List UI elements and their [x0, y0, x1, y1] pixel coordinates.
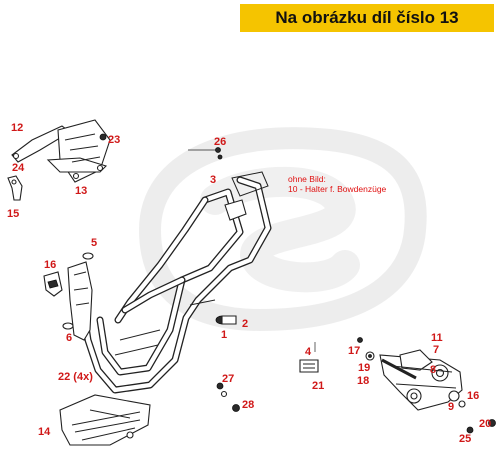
label-part-1: 1 — [221, 329, 227, 341]
label-part-16-left: 16 — [44, 259, 56, 271]
label-part-22: 22 (4x) — [58, 371, 93, 383]
label-part-26: 26 — [214, 136, 226, 148]
bolt-23-part[interactable] — [99, 133, 107, 141]
bushing-5-part[interactable] — [82, 252, 94, 260]
label-part-28: 28 — [242, 399, 254, 411]
bolt-27-part[interactable] — [216, 382, 228, 398]
label-part-18: 18 — [357, 375, 369, 387]
header-title: Na obrázku díl číslo 13 — [275, 8, 459, 27]
note-line-1: ohne Bild: — [288, 174, 326, 184]
label-part-24: 24 — [12, 162, 25, 174]
label-part-7: 7 — [433, 344, 439, 356]
bolt-18-part[interactable] — [381, 358, 417, 380]
skid-plate-part[interactable] — [59, 394, 151, 446]
rear-bracket-assembly[interactable] — [11, 119, 111, 183]
label-part-8: 8 — [430, 364, 436, 376]
headstock-part[interactable] — [43, 261, 93, 341]
note-text: ohne Bild: 10 - Halter f. Bowdenzüge — [288, 174, 386, 194]
label-part-20: 20 — [479, 418, 491, 430]
label-part-16-right: 16 — [467, 390, 479, 402]
label-part-15: 15 — [7, 208, 19, 220]
label-part-4: 4 — [305, 346, 312, 358]
plate-4-part[interactable] — [299, 359, 319, 373]
nut-25-part[interactable] — [466, 426, 474, 434]
label-part-27: 27 — [222, 373, 234, 385]
label-part-14: 14 — [38, 426, 51, 438]
label-part-6: 6 — [66, 332, 72, 344]
label-part-25: 25 — [459, 433, 471, 445]
nut-20-part[interactable] — [488, 419, 496, 427]
bolt-28-part[interactable] — [232, 404, 240, 412]
bushing-6-part[interactable] — [62, 322, 74, 330]
label-part-23: 23 — [108, 134, 120, 146]
label-part-21: 21 — [312, 380, 324, 392]
label-part-17: 17 — [348, 345, 360, 357]
bushing-1-part[interactable] — [215, 315, 237, 325]
label-part-2: 2 — [242, 318, 248, 330]
bracket-15-part[interactable] — [7, 175, 23, 201]
washer-16-part[interactable] — [458, 400, 466, 408]
label-part-9: 9 — [448, 401, 454, 413]
label-part-19: 19 — [358, 362, 370, 374]
main-frame[interactable] — [74, 171, 272, 394]
nut-17-part[interactable] — [357, 337, 363, 343]
washer-19-part[interactable] — [365, 351, 375, 361]
header-banner: Na obrázku díl číslo 13 — [240, 4, 494, 32]
bolt-26-part[interactable] — [188, 147, 223, 160]
label-part-3: 3 — [210, 174, 216, 186]
label-part-13: 13 — [75, 185, 87, 197]
label-part-5: 5 — [91, 237, 97, 249]
note-line-2: 10 - Halter f. Bowdenzüge — [288, 184, 387, 194]
watermark-logo — [138, 127, 427, 332]
label-part-11: 11 — [431, 332, 443, 344]
label-part-12: 12 — [11, 122, 23, 134]
